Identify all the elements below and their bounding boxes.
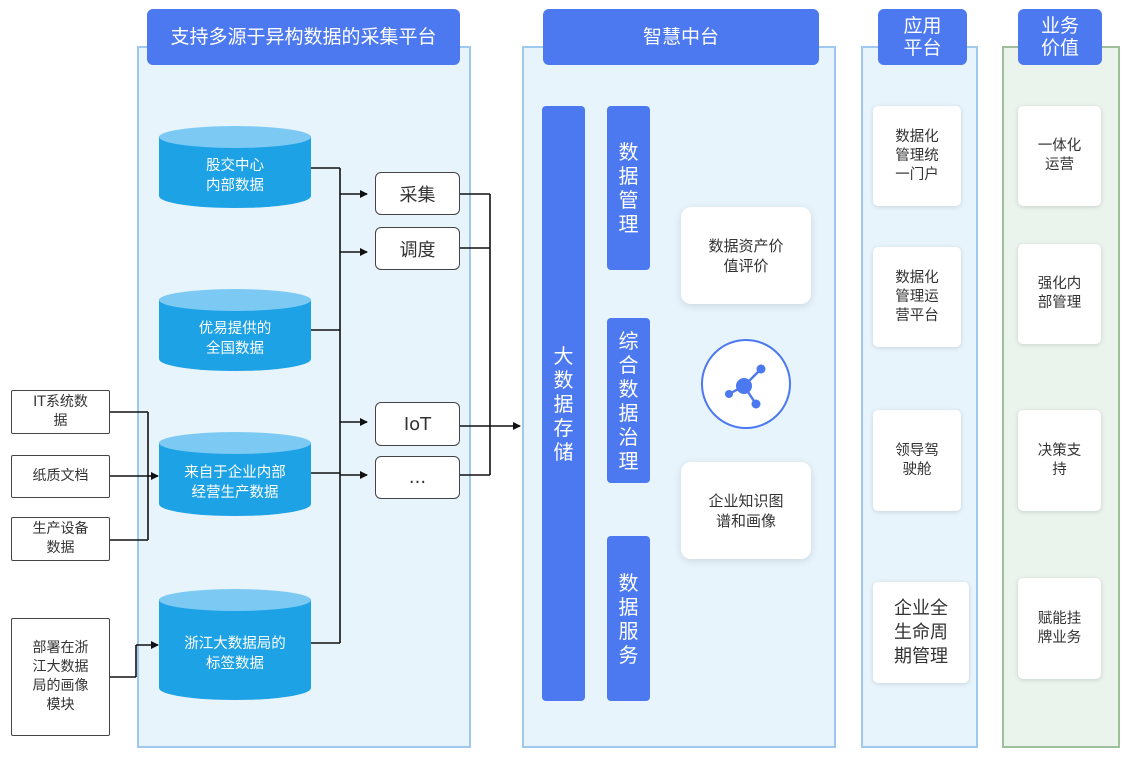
- database-label: 来自于企业内部 经营生产数据: [184, 465, 286, 501]
- knowledge-graph-card: 企业知识图 谱和画像: [681, 462, 811, 559]
- database-zhejiang-tags: 浙江大数据局的 标签数据: [159, 589, 311, 700]
- value-listing-empowerment: 赋能挂 牌业务: [1018, 578, 1101, 679]
- collection-header: 支持多源于异构数据的采集平台: [147, 9, 460, 65]
- middle-header: 智慧中台: [543, 9, 819, 65]
- app-lifecycle-management: 企业全 生命周 期管理: [873, 582, 969, 683]
- app-leader-cockpit: 领导驾 驶舱: [873, 410, 961, 511]
- process-more: ...: [375, 456, 460, 499]
- big-data-storage: 大 数 据 存 储: [542, 106, 585, 701]
- app-unified-portal: 数据化 管理统 一门户: [873, 106, 961, 206]
- network-hub-icon: [699, 337, 793, 431]
- data-governance-bar: 综 合 数 据 治 理: [607, 318, 650, 483]
- value-internal-management: 强化内 部管理: [1018, 244, 1101, 344]
- apps-header: 应用 平台: [878, 9, 967, 65]
- database-label: 优易提供的 全国数据: [198, 321, 272, 357]
- data-management-bar: 数 据 管 理: [607, 106, 650, 270]
- data-service-bar: 数 据 服 务: [607, 536, 650, 701]
- source-it-system: IT系统数 据: [11, 390, 110, 434]
- database-enterprise-production: 来自于企业内部 经营生产数据: [159, 432, 311, 516]
- value-decision-support: 决策支 持: [1018, 410, 1101, 511]
- value-header: 业务 价值: [1018, 9, 1102, 65]
- app-operations-platform: 数据化 管理运 营平台: [873, 247, 961, 347]
- source-paper-docs: 纸质文档: [11, 455, 110, 498]
- source-portrait-module: 部署在浙 江大数据 局的画像 模块: [11, 618, 110, 736]
- process-collect: 采集: [375, 172, 460, 215]
- process-schedule: 调度: [375, 227, 460, 270]
- database-national: 优易提供的 全国数据: [159, 289, 311, 371]
- database-exchange-internal: 股交中心 内部数据: [159, 126, 311, 208]
- database-label: 股交中心 内部数据: [206, 158, 264, 194]
- process-iot: IoT: [375, 402, 460, 446]
- asset-valuation-card: 数据资产价 值评价: [681, 207, 811, 304]
- source-production-equipment: 生产设备 数据: [11, 517, 110, 561]
- database-label: 浙江大数据局的 标签数据: [184, 635, 286, 672]
- value-integrated-operation: 一体化 运营: [1018, 106, 1101, 206]
